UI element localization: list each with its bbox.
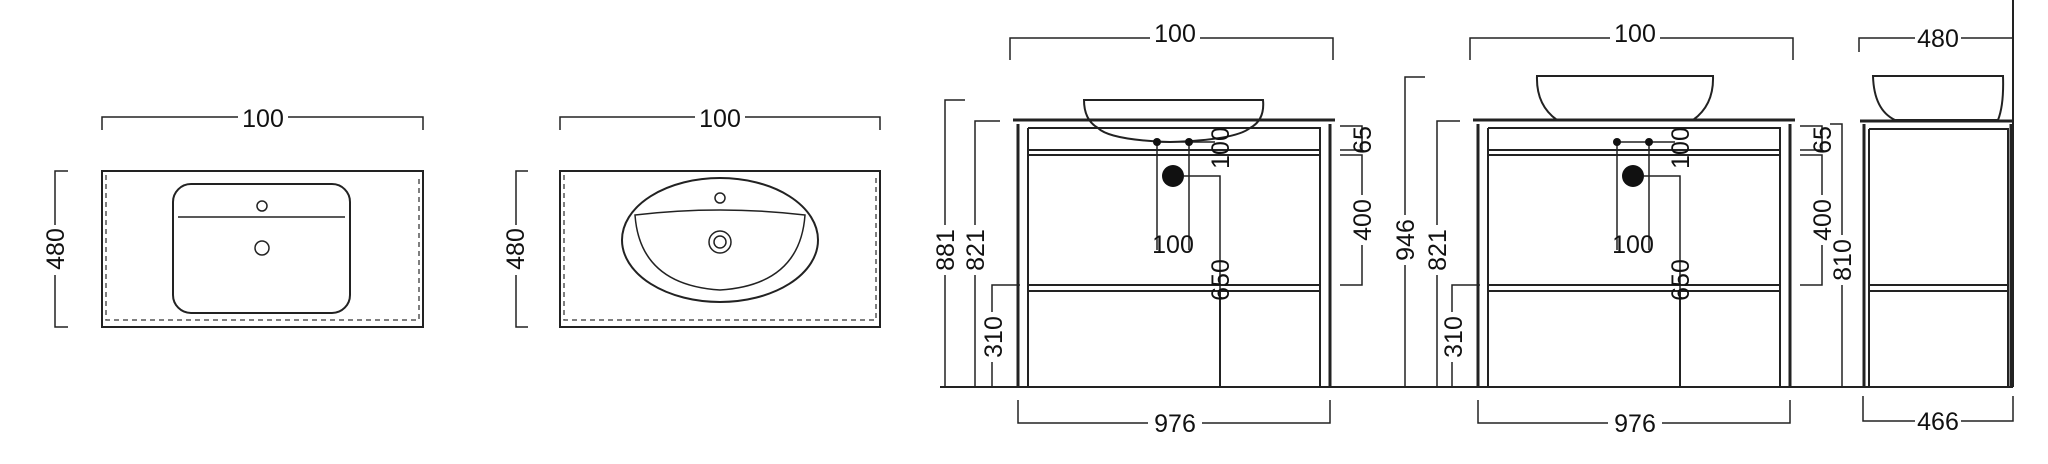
- drain-icon: [708, 230, 732, 254]
- cabinet-frame: [1013, 118, 1335, 387]
- top-width-label: 100: [1154, 20, 1196, 48]
- tap-hole-icon: [1645, 138, 1653, 146]
- top-view-inset-basin: 100 480: [42, 105, 424, 328]
- tap-spacing-label: 100: [1152, 231, 1194, 259]
- tap-spacing-label: 100: [1612, 231, 1654, 259]
- leg-height-label: 310: [980, 316, 1008, 358]
- waste-outlet-icon: [1622, 165, 1644, 187]
- basin-outline: [621, 177, 819, 303]
- countertop-outline: [101, 170, 424, 328]
- drawer-height-label: 400: [1349, 199, 1377, 241]
- waste-offset-label: 100: [1207, 127, 1235, 169]
- top-width-label: 100: [1614, 20, 1656, 48]
- drain-icon: [254, 240, 270, 256]
- total-height-label: 881: [932, 229, 960, 271]
- tap-hole-icon: [1185, 138, 1193, 146]
- drawer-height-label: 400: [1809, 199, 1837, 241]
- vessel-basin-outline: [1535, 75, 1715, 121]
- bottom-width-label: 976: [1614, 410, 1656, 438]
- tap-hole-icon: [1613, 138, 1621, 146]
- bottom-depth-label: 466: [1917, 408, 1959, 436]
- width-label: 100: [699, 105, 741, 133]
- front-view-1: 100 100 100 650 881 821 310 65 400 976: [932, 20, 1377, 438]
- top-rail-label: 65: [1349, 126, 1377, 154]
- top-depth-label: 480: [1917, 25, 1959, 53]
- cabinet-height-label: 821: [962, 229, 990, 271]
- tap-hole-icon: [714, 192, 726, 204]
- front-view-2: 100 100 100 650 946 821 310 65 400 976: [1392, 20, 1837, 438]
- bottom-width-label: 976: [1154, 410, 1196, 438]
- top-view-oval-basin: 100 480: [502, 105, 881, 328]
- basin-outline: [172, 183, 351, 314]
- leg-height-label: 310: [1440, 316, 1468, 358]
- depth-label: 480: [42, 228, 70, 270]
- total-height-label: 946: [1392, 219, 1420, 261]
- tap-hole-icon: [1153, 138, 1161, 146]
- waste-outlet-icon: [1162, 165, 1184, 187]
- vessel-basin-outline: [1871, 75, 2005, 121]
- width-label: 100: [242, 105, 284, 133]
- side-view: 480 810 466: [1829, 25, 2014, 436]
- cabinet-height-label: 821: [1424, 229, 1452, 271]
- cabinet-height-label: 810: [1829, 239, 1857, 281]
- waste-offset-label: 100: [1667, 127, 1695, 169]
- depth-label: 480: [502, 228, 530, 270]
- waste-height-label: 650: [1667, 259, 1695, 301]
- tap-hole-icon: [256, 200, 268, 212]
- top-rail-label: 65: [1809, 126, 1837, 154]
- waste-height-label: 650: [1207, 259, 1235, 301]
